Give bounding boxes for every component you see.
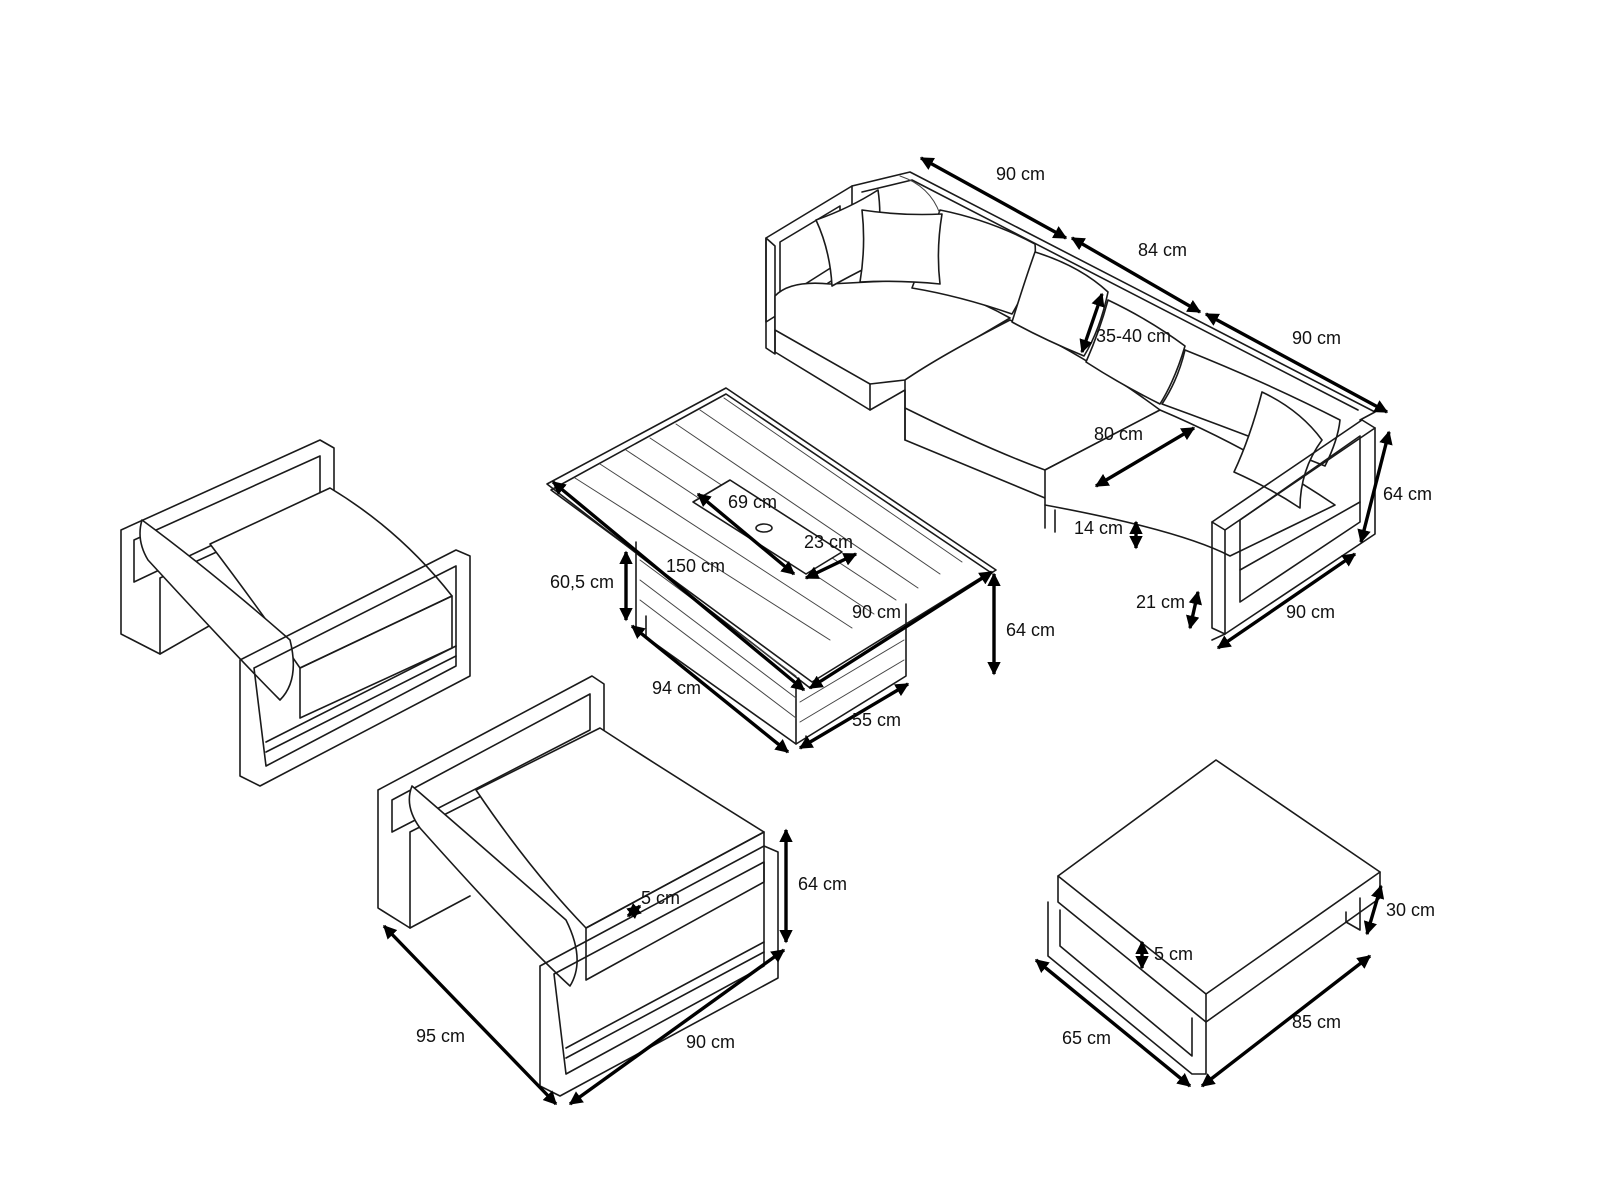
label-table-width: 90 cm [852, 602, 901, 622]
dim-sofa-seat-depth [1094, 426, 1196, 488]
label-ottoman-width: 85 cm [1292, 1012, 1341, 1032]
dim-sofa-left-width [919, 156, 1068, 240]
label-sofa-left-width: 90 cm [996, 164, 1045, 184]
label-seat-thickness: 14 cm [1074, 518, 1123, 538]
label-sofa-middle-width: 84 cm [1138, 240, 1187, 260]
dimension-arrows [382, 156, 1393, 1106]
dim-base-width [798, 682, 910, 750]
dim-back-cushion-height [1079, 292, 1105, 354]
label-base-width: 55 cm [852, 710, 901, 730]
dim-armchair-depth [382, 924, 558, 1106]
dim-ottoman-width [1200, 954, 1372, 1088]
dim-armchair-width [568, 948, 786, 1106]
label-armchair-width: 90 cm [686, 1032, 735, 1052]
label-base-height: 60,5 cm [550, 572, 614, 592]
fire-pit-table [546, 387, 997, 745]
label-ottoman-frame-thickness: 5 cm [1154, 944, 1193, 964]
label-burner-length: 69 cm [728, 492, 777, 512]
label-back-cushion-height: 35-40 cm [1096, 326, 1171, 346]
label-table-length: 150 cm [666, 556, 725, 576]
label-leg-height: 21 cm [1136, 592, 1185, 612]
dimension-labels: 90 cm 84 cm 90 cm 35-40 cm 80 cm 64 cm 1… [416, 164, 1435, 1052]
label-sofa-depth: 90 cm [1286, 602, 1335, 622]
dim-table-width [808, 570, 994, 690]
label-table-height: 64 cm [1006, 620, 1055, 640]
label-ottoman-height: 30 cm [1386, 900, 1435, 920]
dim-sofa-middle-width [1070, 236, 1202, 314]
corner-sofa [765, 171, 1376, 641]
dim-base-length [630, 624, 790, 754]
label-sofa-height: 64 cm [1383, 484, 1432, 504]
label-burner-width: 23 cm [804, 532, 853, 552]
armchair-left [120, 439, 471, 787]
dim-ottoman-height [1363, 884, 1385, 936]
dim-sofa-right-width [1204, 312, 1389, 414]
label-ottoman-depth: 65 cm [1062, 1028, 1111, 1048]
label-sofa-right-width: 90 cm [1292, 328, 1341, 348]
label-arm-thickness: 5 cm [641, 888, 680, 908]
label-sofa-seat-depth: 80 cm [1094, 424, 1143, 444]
dim-ottoman-depth [1034, 958, 1192, 1088]
dim-arm-thickness [626, 902, 642, 920]
dim-sofa-depth [1216, 552, 1357, 650]
dim-leg-height [1186, 590, 1202, 630]
label-armchair-height: 64 cm [798, 874, 847, 894]
dim-sofa-height [1357, 430, 1393, 544]
label-armchair-depth: 95 cm [416, 1026, 465, 1046]
label-base-length: 94 cm [652, 678, 701, 698]
